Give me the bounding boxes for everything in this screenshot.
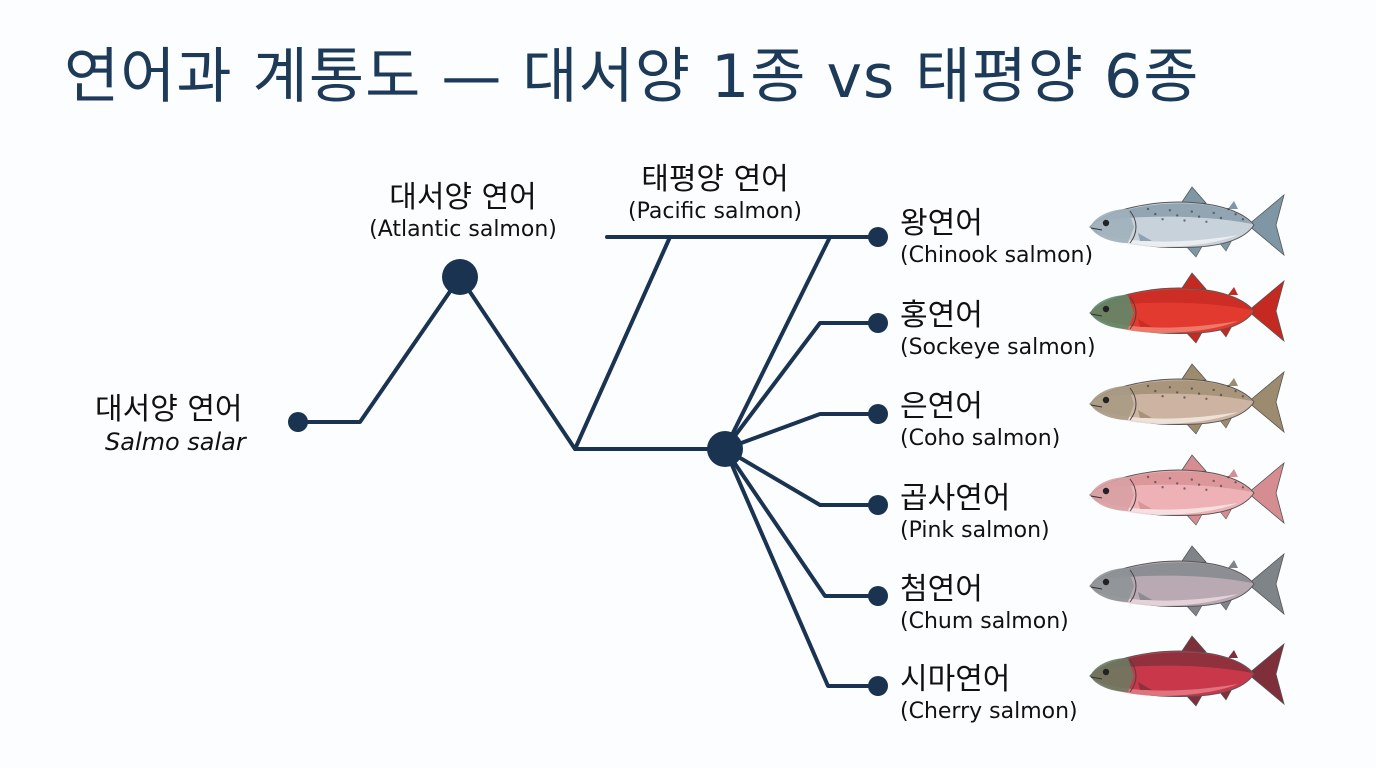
atlantic-node <box>442 259 478 295</box>
species-english-name: (Pink salmon) <box>900 518 1050 543</box>
leaf-node <box>868 227 888 247</box>
species-english-name: (Chum salmon) <box>900 609 1069 634</box>
leaf-node <box>868 404 888 424</box>
species-english-name: (Coho salmon) <box>900 426 1061 451</box>
leaf-branch <box>723 447 880 688</box>
pacific-hub-node <box>707 431 743 467</box>
diagram-title: 연어과 계통도 — 대서양 1종 vs 태평양 6종 <box>64 42 1200 112</box>
pacific-label: 태평양 연어 (Pacific salmon) <box>628 162 802 226</box>
sockeye-fish-icon <box>1089 272 1285 344</box>
root-node <box>288 412 308 432</box>
fish-illustrations <box>1089 186 1285 707</box>
pacific-english-name: (Pacific salmon) <box>628 199 802 224</box>
chum-fish-icon <box>1089 545 1285 617</box>
root-scientific-name: Salmo salar <box>105 428 246 456</box>
leaf-branch <box>723 447 880 598</box>
root-name: 대서양 연어 <box>95 392 243 427</box>
species-label-chinook: 왕연어 (Chinook salmon) <box>900 206 1093 270</box>
cherry-fish-icon <box>1089 635 1285 707</box>
atlantic-label: 대서양 연어 (Atlantic salmon) <box>369 180 557 244</box>
species-label-cherry: 시마연어 (Cherry salmon) <box>900 662 1078 726</box>
root-branch <box>296 275 727 451</box>
leaf-node <box>868 313 888 333</box>
atlantic-english-name: (Atlantic salmon) <box>369 217 557 242</box>
leaf-branch <box>723 321 880 451</box>
species-label-chum: 첨연어 (Chum salmon) <box>900 572 1069 636</box>
pink-fish-icon <box>1089 454 1285 526</box>
species-name: 왕연어 <box>900 206 983 241</box>
species-name: 곱사연어 <box>900 481 1011 516</box>
species-label-sockeye: 홍연어 (Sockeye salmon) <box>900 298 1096 362</box>
leaf-node <box>868 495 888 515</box>
species-english-name: (Sockeye salmon) <box>900 335 1096 360</box>
species-english-name: (Chinook salmon) <box>900 243 1094 268</box>
leaf-branch <box>723 447 880 507</box>
leaf-node <box>868 586 888 606</box>
pacific-name: 태평양 연어 <box>641 162 789 197</box>
coho-fish-icon <box>1089 363 1285 435</box>
species-label-pink: 곱사연어 (Pink salmon) <box>900 481 1050 545</box>
leaf-branch <box>723 412 880 451</box>
species-english-name: (Cherry salmon) <box>900 699 1078 724</box>
species-label-coho: 은연어 (Coho salmon) <box>900 389 1060 453</box>
atlantic-name: 대서양 연어 <box>389 180 537 215</box>
species-name: 첨연어 <box>900 572 983 607</box>
species-name: 은연어 <box>900 389 983 424</box>
species-name: 시마연어 <box>900 662 1011 697</box>
pacific-stem-right <box>723 235 832 451</box>
root-label: 대서양 연어 Salmo salar <box>95 392 246 456</box>
pacific-stem-left <box>573 235 672 451</box>
species-name: 홍연어 <box>900 298 983 333</box>
leaf-node <box>868 676 888 696</box>
chinook-fish-icon <box>1089 186 1285 258</box>
leaf-branches <box>723 321 880 688</box>
leaf-nodes <box>868 227 888 696</box>
